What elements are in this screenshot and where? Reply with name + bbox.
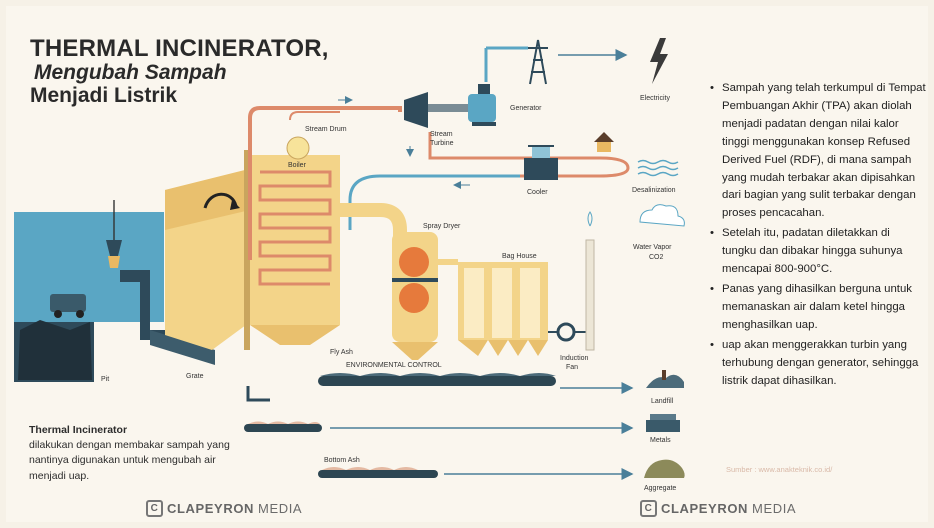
metals-conveyor	[244, 421, 322, 432]
aggregate-label: Aggregate	[644, 485, 676, 492]
bottom-ash-conveyor	[318, 467, 438, 478]
stream-turbine-label-2: Turbine	[430, 140, 454, 147]
water-waves-icon	[637, 159, 679, 177]
stream-turbine	[404, 92, 468, 128]
metals-icon	[646, 414, 680, 432]
generator	[468, 84, 496, 126]
steam-pipe	[248, 106, 402, 260]
clapeyron-logo-icon: C	[146, 500, 163, 517]
transmission-tower-icon	[528, 39, 548, 85]
boiler	[250, 136, 340, 345]
landfill-icon	[646, 370, 684, 388]
boiler-label: Boiler	[288, 162, 307, 169]
description: Thermal Incinerator dilakukan dengan mem…	[29, 423, 239, 484]
induction-fan	[548, 211, 595, 351]
bag-house-label: Bag House	[502, 253, 537, 260]
title-line-2: Mengubah Sampah	[34, 60, 227, 84]
waste-pit	[14, 212, 164, 382]
description-heading: Thermal Incinerator	[29, 424, 128, 436]
furnace	[165, 150, 250, 350]
pit-label: Pit	[101, 376, 109, 383]
return-pipe	[348, 174, 400, 230]
cooler-label: Cooler	[527, 189, 548, 196]
brand-light-text: MEDIA	[752, 501, 797, 516]
electricity-label: Electricity	[640, 95, 670, 102]
page-title: THERMAL INCINERATOR, Mengubah Sampah Men…	[30, 36, 329, 107]
landfill-label: Landfill	[651, 398, 674, 405]
bag-house	[438, 259, 548, 356]
water-vapor-label: Water Vapor	[633, 244, 672, 251]
flue-duct	[340, 203, 407, 240]
house-icon	[594, 132, 614, 152]
brand-bold-text: CLAPEYRON	[167, 501, 255, 516]
spray-dryer	[392, 232, 438, 360]
fly-ash-conveyor	[318, 373, 556, 386]
list-item: Panas yang dihasilkan berguna untuk mema…	[708, 281, 926, 335]
description-body: dilakukan dengan membakar sampah yang na…	[29, 439, 230, 482]
fly-ash-label: Fly Ash	[330, 349, 353, 356]
list-item: Sampah yang telah terkumpul di Tempat Pe…	[708, 80, 926, 223]
metals-label: Metals	[650, 437, 671, 444]
brand-light-text: MEDIA	[258, 501, 303, 516]
stream-turbine-label-1: Stream	[430, 131, 453, 138]
list-item: uap akan menggerakkan turbin yang terhub…	[708, 337, 926, 391]
source-credit: Sumber : www.anakteknik.co.id/	[726, 465, 833, 474]
induction-fan-label-1: Induction	[560, 355, 589, 362]
spray-dryer-label: Spray Dryer	[423, 223, 461, 230]
clapeyron-logo-icon: C	[640, 500, 657, 517]
desalinization-label: Desalinization	[632, 187, 676, 194]
induction-fan-label-2: Fan	[566, 364, 578, 371]
title-line-3: Menjadi Listrik	[30, 83, 178, 107]
environmental-control-label: ENVIRONMENTAL CONTROL	[346, 362, 442, 369]
lightning-icon	[650, 38, 668, 84]
explanation-list: Sampah yang telah terkumpul di Tempat Pe…	[708, 80, 926, 392]
co2-label: CO2	[649, 254, 664, 261]
grate-label: Grate	[186, 373, 204, 380]
generator-label: Generator	[510, 105, 542, 112]
title-line-1: THERMAL INCINERATOR,	[30, 35, 329, 62]
truck-icon	[50, 294, 86, 312]
crane-icon	[106, 200, 122, 268]
stream-drum-label: Stream Drum	[305, 126, 347, 133]
bottom-ash-label: Bottom Ash	[324, 457, 360, 464]
list-item: Setelah itu, padatan diletakkan di tungk…	[708, 225, 926, 279]
brand-bold-text: CLAPEYRON	[661, 501, 749, 516]
cooler	[524, 145, 558, 180]
cloud-icon	[639, 204, 685, 227]
aggregate-icon	[644, 459, 685, 478]
